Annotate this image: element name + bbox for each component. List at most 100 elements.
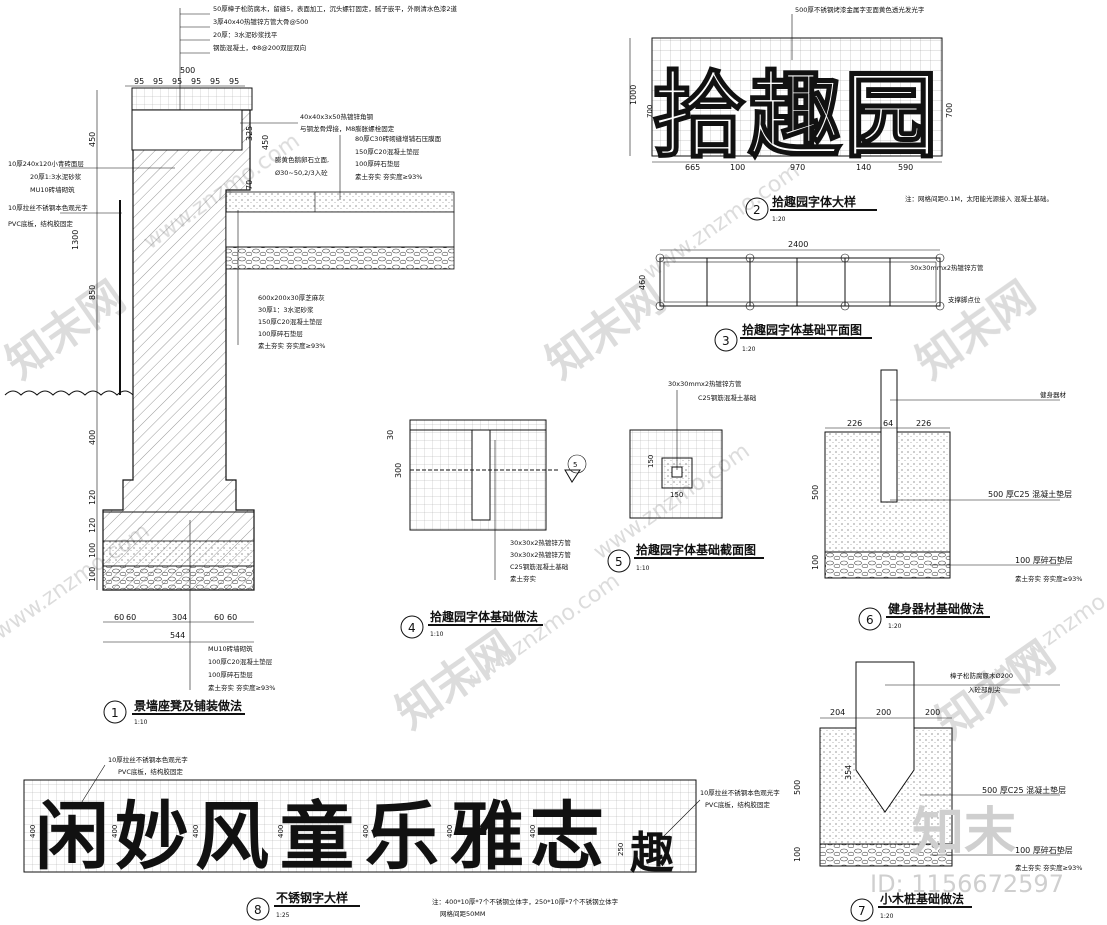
dim-label: 850 [88,285,97,300]
note: 10厚拉丝不锈钢本色观光字 [700,788,780,797]
logo-text: 知末 [912,803,1016,863]
detail-number: 1 [111,706,119,720]
note: 30x30mmx2热镀锌方管 [910,263,984,272]
left-dimensions: 450 1300 850 400 120 120 100 100 [71,132,97,582]
dim-label: 400 [111,825,119,838]
note: 素土夯实 夯实度≥93% [1015,574,1082,583]
detail-3-foundation-plan: 2400 460 30x30mmx2热镀锌方管 支撑脚点位 3 拾趣园字体基础平… [638,240,984,353]
dim-label: 665 [685,163,700,172]
note: PVC底板，结构胶固定 [118,767,183,776]
dim-label: 140 [856,163,871,172]
note: C25钢筋混凝土基础 [510,562,569,571]
mid-notes: 600x200x30厚芝麻灰 30厚1：3水泥砂浆 150厚C20混凝土垫层 1… [258,293,325,350]
dim-label: 700 [646,105,654,118]
note: 30x30mmx2热镀锌方管 [668,379,742,388]
dim-label: 120 [88,518,97,533]
detail-title: 小木桩基础做法 [880,891,964,906]
note: 40x40x3x50热镀锌角钢 [300,112,373,121]
note: 素土夯实 [510,574,537,583]
dim-label: 95 [191,77,201,86]
dim-label: 150 [670,491,683,499]
note: 150厚C20混凝土垫层 [258,317,323,326]
dim-label: 325 [245,126,254,141]
dim-label: 400 [529,825,537,838]
note: 10厚240x120小青砖面层 [8,159,84,168]
paving-notes: 80厚C30砖砌缝增铺石压膜面 150厚C20混凝土垫层 100厚碎石垫层 素土… [275,134,442,181]
dim-label: 354 [844,765,853,780]
steel-character: 妙 [115,794,189,880]
steel-character: 闲 [35,794,109,880]
dim-label: 100 [811,555,820,570]
dim-label: 60 [126,613,136,622]
note: MU10砖墙砌筑 [208,644,253,653]
sign-characters: 拾趣园 [652,62,940,171]
note: 50厚樟子松防腐木，留缝5，表面加工，沉头螺钉固定，腻子嵌平，外刷清水色漆2道 [213,4,458,13]
note: 素土夯实 夯实度≥93% [1015,863,1082,872]
dim-label: 450 [88,132,97,147]
dim-label: 60 [114,613,124,622]
dim-label: 95 [172,77,182,86]
top-dimensions: 95 95 95 95 95 95 500 [134,66,239,86]
steel-character: 雅 [450,794,524,880]
note: 10厚拉丝不锈钢本色观光字 [108,755,188,764]
note: 80厚C30砖砌缝增铺石压膜面 [355,134,442,143]
note: 30x30x2热镀锌方管 [510,550,571,559]
note: 100厚C20混凝土垫层 [208,657,273,666]
note: 30厚1：3水泥砂浆 [258,305,314,314]
note: 600x200x30厚芝麻灰 [258,293,325,302]
bottom-dimensions: 60 60 304 60 60 544 [114,613,237,640]
note: 注：网格间距0.1M，太阳能光源接入 混凝土基础。 [905,194,1053,203]
dim-label: 200 [876,708,891,717]
steel-character: 乐 [365,794,439,880]
detail-scale: 1:20 [880,913,894,920]
dim-label: 95 [153,77,163,86]
left-notes: 10厚240x120小青砖面层 20厚1:3水泥砂浆 MU10砖墙砌筑 10厚拉… [8,159,88,228]
note: 100厚碎石垫层 [258,329,303,338]
detail-number: 3 [722,334,730,348]
detail-scale: 1:10 [134,719,148,726]
dim-label: 204 [830,708,845,717]
site-logo-watermark: 知末 ID: 1156672597 [870,803,1064,898]
dim-label: 95 [229,77,239,86]
note: 500 厚C25 混凝土垫层 [988,489,1072,499]
note: 100 厚碎石垫层 [1015,845,1073,855]
note: 20厚1:3水泥砂浆 [30,172,82,181]
detail-1-wall-bench: 95 95 95 95 95 95 500 50厚樟子松防腐木，留缝5，表面加工… [4,4,458,726]
dim-label: 300 [394,463,403,478]
steel-character: 趣 [630,828,674,879]
dim-label: 200 [925,708,940,717]
detail-number: 4 [408,621,416,635]
detail-scale: 1:20 [888,623,902,630]
detail-5-section: 30x30mmx2热镀锌方管 C25钢筋混凝土基础 150 150 5 拾趣园字… [607,379,764,573]
dim-label: 700 [945,103,954,118]
steel-character: 童 [280,794,354,880]
detail-number: 7 [858,904,866,918]
top-notes: 50厚樟子松防腐木，留缝5，表面加工，沉头螺钉固定，腻子嵌平，外刷清水色漆2道 … [213,4,458,52]
note: 素土夯实 夯实度≥93% [208,683,275,692]
dim-label: 226 [847,419,862,428]
footnote: 网格间距50MM [440,909,486,918]
note: 500 厚C25 混凝土垫层 [982,785,1066,795]
dim-label: 60 [214,613,224,622]
note: 100 厚碎石垫层 [1015,555,1073,565]
detail-title: 拾趣园字体基础平面图 [742,322,862,337]
dim-label: 100 [793,847,802,862]
dim-label: 30 [386,430,395,440]
dim-label: 100 [88,567,97,582]
detail-6-fitness: 226 64 226 500 100 健身器材 500 厚C25 混凝土垫层 1… [811,369,1082,631]
detail-number: 8 [254,903,262,917]
bottom-notes: MU10砖墙砌筑 100厚C20混凝土垫层 100厚碎石垫层 素土夯实 夯实度≥… [208,644,275,692]
id-text: ID: 1156672597 [870,870,1064,898]
dim-label: 226 [916,419,931,428]
dim-label: 500 [793,780,802,795]
dim-label: 95 [210,77,220,86]
note: 素土夯实 夯实度≥93% [355,172,422,181]
detail-2-font-large: 拾趣园 500厚不锈钢烤漆金属字亚面黄色透光发光字 665 100 970 14… [629,5,1053,223]
dim-label: 70 [245,180,254,190]
dim-label: 64 [883,419,893,428]
dim-label: 970 [790,163,805,172]
dim-label: 460 [638,275,647,290]
dim-label: 590 [898,163,913,172]
note: Ø30~50,2/3入砼 [275,168,328,177]
